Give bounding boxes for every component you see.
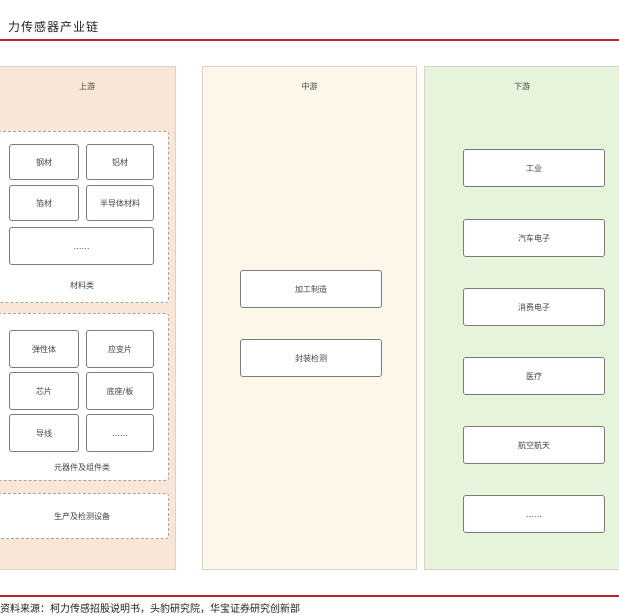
material-box-steel: 钢材 (9, 144, 79, 180)
components-label: 元器件及组件类 (54, 463, 110, 472)
materials-label: 材料类 (70, 281, 94, 290)
equipment-label: 生产及检测设备 (54, 511, 110, 521)
equipment-group: 生产及检测设备 (0, 493, 169, 539)
material-box-more: …… (9, 227, 154, 265)
material-box-foil: 箔材 (9, 185, 79, 221)
component-box-strain-gauge: 应变片 (86, 330, 154, 368)
midstream-title: 中游 (301, 82, 318, 91)
component-box-chip: 芯片 (9, 372, 79, 410)
midstream-box-processing: 加工制造 (240, 270, 382, 308)
midstream-box-packaging-testing: 封装检测 (240, 339, 382, 377)
upstream-title: 上游 (79, 82, 95, 91)
downstream-box-automotive: 汽车电子 (463, 219, 605, 257)
component-box-base-board: 底座/板 (86, 372, 154, 410)
downstream-box-aerospace: 航空航天 (463, 426, 605, 464)
midstream-column: 中游 加工制造 封装检测 (202, 66, 417, 570)
downstream-title: 下游 (514, 82, 530, 91)
upstream-column: 上游 钢材 铝材 箔材 半导体材料 …… 材料类 弹性体 应变片 芯片 底座/板… (0, 66, 176, 570)
materials-group: 钢材 铝材 箔材 半导体材料 …… 材料类 (0, 131, 169, 303)
footer-divider (0, 595, 619, 597)
downstream-box-more: …… (463, 495, 605, 533)
page-title: 力传感器产业链 (8, 20, 100, 34)
component-box-more: …… (86, 414, 154, 452)
material-box-semiconductor: 半导体材料 (86, 185, 154, 221)
source-note: 资料来源：柯力传感招股说明书，头豹研究院，华宝证券研究创新部 (0, 604, 300, 615)
components-group: 弹性体 应变片 芯片 底座/板 导线 …… 元器件及组件类 (0, 313, 169, 481)
component-box-elastomer: 弹性体 (9, 330, 79, 368)
downstream-column: 下游 工业 汽车电子 消费电子 医疗 航空航天 …… (424, 66, 619, 570)
material-box-aluminum: 铝材 (86, 144, 154, 180)
header-divider (0, 39, 619, 41)
downstream-box-consumer: 消费电子 (463, 288, 605, 326)
downstream-box-medical: 医疗 (463, 357, 605, 395)
downstream-box-industry: 工业 (463, 149, 605, 187)
component-box-wire: 导线 (9, 414, 79, 452)
